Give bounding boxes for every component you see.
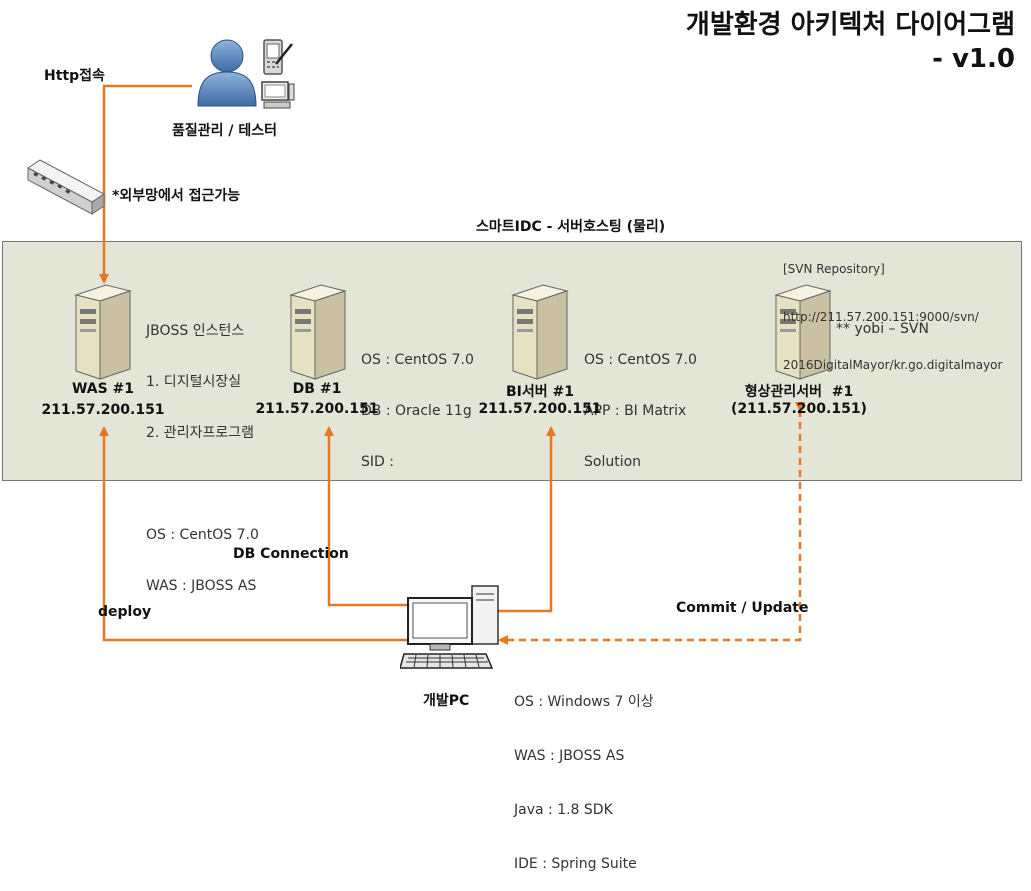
svn-ip: (211.57.200.151) [731,401,867,417]
dev-pc-info-line: Java : 1.8 SDK [514,802,613,818]
was-info-line: JBOSS 인스턴스 [146,323,245,339]
server-icon [774,284,832,380]
switch-icon [27,159,105,215]
bi-info-line: Solution [584,454,642,470]
title-line-2: - v1.0 [932,44,1015,74]
mobile-icon [263,39,293,75]
commit-update-label: Commit / Update [676,600,809,616]
db-name: DB #1 [292,381,342,397]
db-info-line: OS : CentOS 7.0 [361,352,474,368]
server-icon [289,284,347,380]
was-info-line: 1. 디지털시장실 [146,374,242,390]
http-label: Http접속 [44,68,105,84]
qa-label: 품질관리 / 테스터 [172,123,278,139]
user-icon [197,39,257,107]
title-line-1: 개발환경 아키텍처 다이어그램 [685,10,1015,40]
svn-repo: [SVN Repository] http://211.57.200.151:9… [783,229,1002,389]
db-connector [324,426,407,607]
was-info-line: OS : CentOS 7.0 [146,527,259,543]
db-info-line: SID : [361,454,394,470]
bi-ip: 211.57.200.151 [478,401,602,417]
deploy-label: deploy [98,604,152,620]
db-info-line: DB : Oracle 11g [361,403,472,419]
svn-repo-line: http://211.57.200.151:9000/svn/ [783,310,979,324]
was-info-line: WAS : JBOSS AS [146,578,257,594]
computer-icon [261,81,295,109]
dev-pc-name: 개발PC [423,693,470,709]
bi-info-line: OS : CentOS 7.0 [584,352,697,368]
was-info-line [146,476,259,493]
was-ip: 211.57.200.151 [41,402,165,418]
deploy-connector [99,426,407,642]
svn-info: ** yobi – SVN [836,321,929,337]
svn-repo-line: 2016DigitalMayor/kr.go.digitalmayor [783,358,1003,372]
dev-pc-info-line: IDE : Spring Suite [514,856,637,872]
http-connector [99,84,192,284]
zone-label: 스마트IDC - 서버호스팅 (물리) [476,219,666,235]
svn-connector [498,402,805,645]
server-icon [511,284,569,380]
was-info: JBOSS 인스턴스 1. 디지털시장실 2. 관리자프로그램 OS : Cen… [146,289,259,612]
bi-connector [497,426,556,613]
db-info: OS : CentOS 7.0 DB : Oracle 11g SID : [361,318,474,488]
dev-pc-info-line: WAS : JBOSS AS [514,748,625,764]
page: { "title": { "line1": "개발환경 아키텍처 다이어그램",… [2,8,1022,872]
external-label: *외부망에서 접근가능 [112,188,241,204]
connectors [99,84,805,645]
bi-info-line: APP : BI Matrix [584,403,687,419]
db-ip: 211.57.200.151 [255,401,379,417]
was-name: WAS #1 [71,381,135,397]
diagram-title: 개발환경 아키텍처 다이어그램 - v1.0 [686,8,1015,76]
dev-pc-info-line: OS : Windows 7 이상 [514,694,654,710]
bi-info: OS : CentOS 7.0 APP : BI Matrix Solution [584,318,697,488]
svn-repo-line: [SVN Repository] [783,262,885,276]
desktop-icon [400,585,499,669]
server-icon [74,284,132,380]
db-connection-label: DB Connection [233,546,349,562]
was-info-line: 2. 관리자프로그램 [146,425,254,441]
dev-pc-info: OS : Windows 7 이상 WAS : JBOSS AS Java : … [514,657,654,891]
svn-name: 형상관리서버 #1 [744,384,854,400]
bi-name: BI서버 #1 [506,384,574,400]
